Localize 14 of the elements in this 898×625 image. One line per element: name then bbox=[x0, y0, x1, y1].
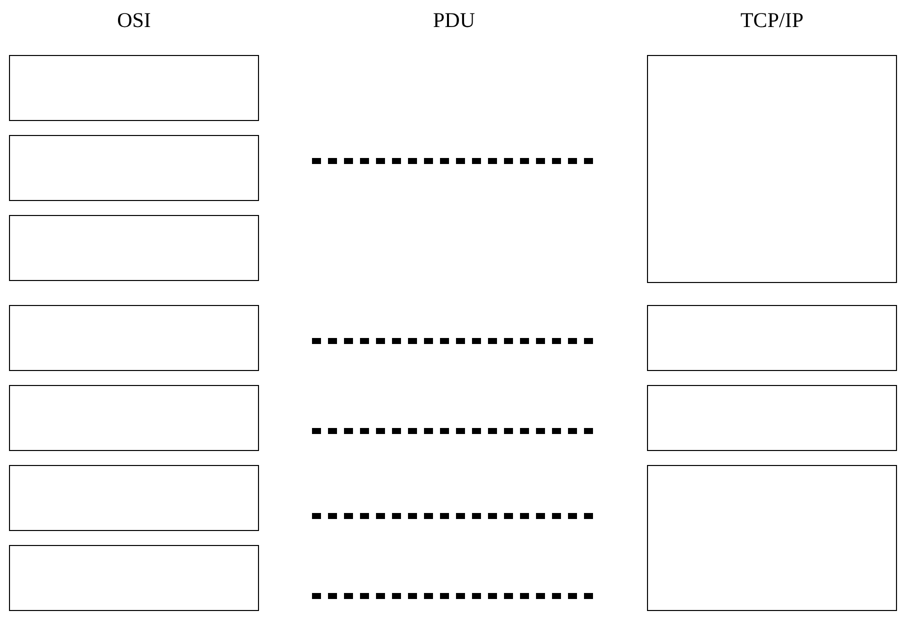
answer-box bbox=[9, 55, 259, 121]
column-heading: PDU bbox=[433, 8, 475, 33]
answer-box bbox=[9, 305, 259, 371]
answer-box bbox=[647, 385, 897, 451]
column-heading: TCP/IP bbox=[740, 8, 804, 33]
answer-box bbox=[647, 465, 897, 611]
answer-box bbox=[9, 545, 259, 611]
answer-box bbox=[647, 55, 897, 283]
answer-box bbox=[647, 305, 897, 371]
column-heading: OSI bbox=[117, 8, 151, 33]
answer-box bbox=[9, 465, 259, 531]
answer-box bbox=[9, 385, 259, 451]
answer-box bbox=[9, 215, 259, 281]
answer-box bbox=[9, 135, 259, 201]
